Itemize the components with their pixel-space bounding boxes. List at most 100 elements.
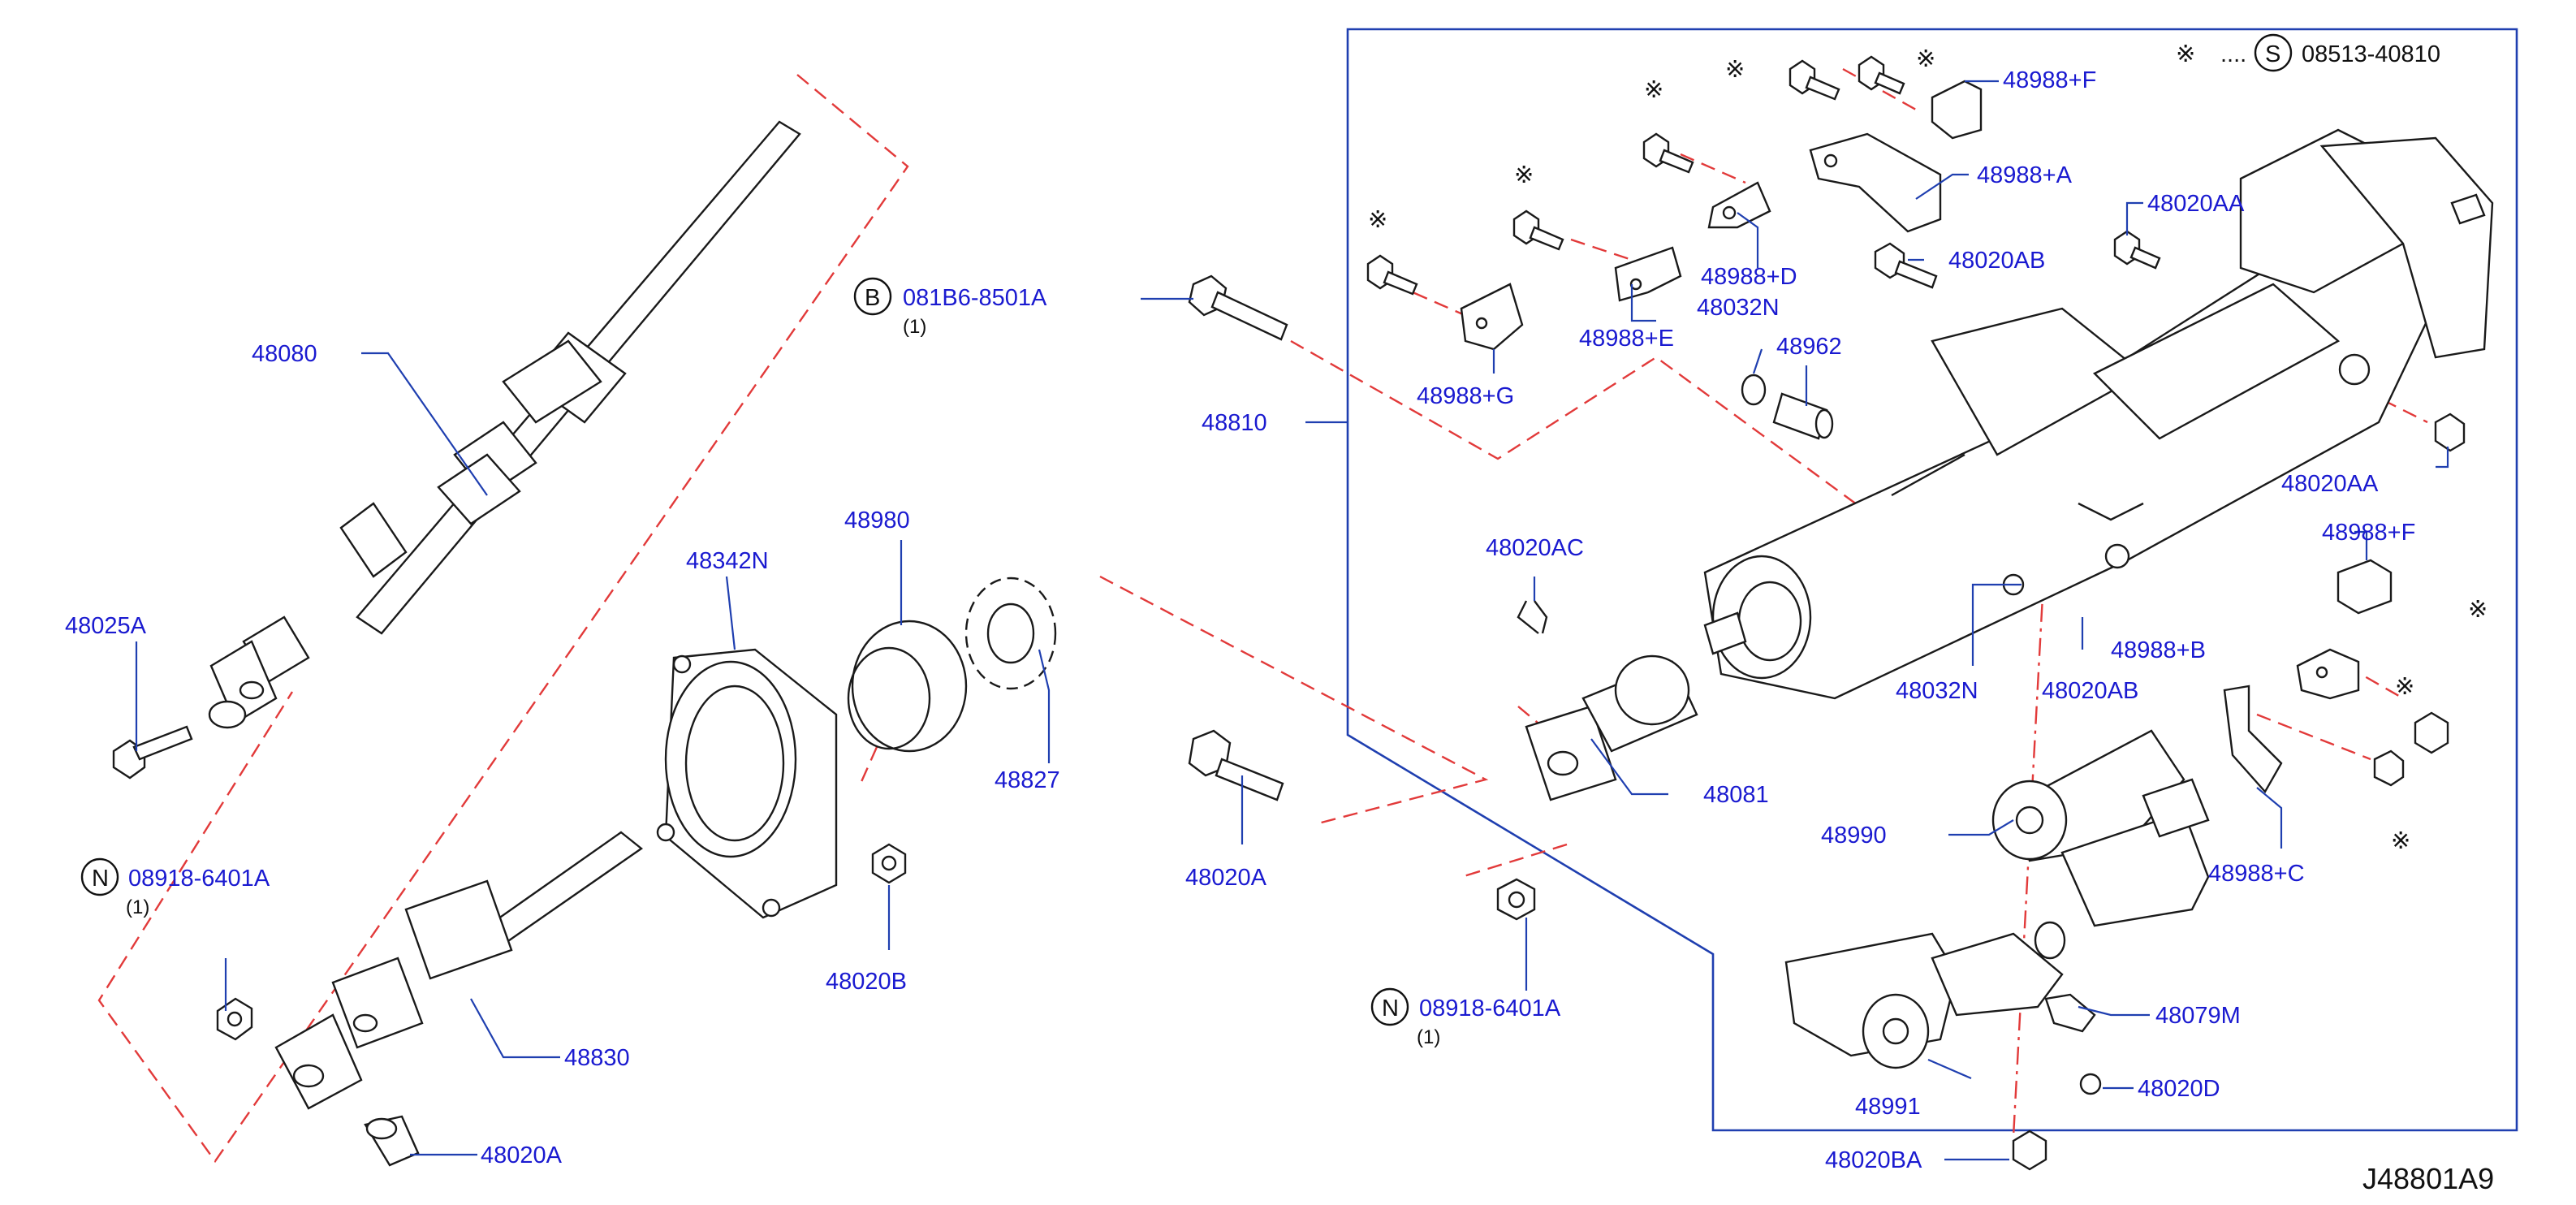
steering-column-48810	[1703, 128, 2494, 700]
circled-n1-qty: (1)	[126, 896, 149, 918]
callout-48020BA: 48020BA	[1825, 1147, 1922, 1173]
callout-48032N-top: 48032N	[1697, 295, 1780, 321]
clip-48020AC	[1517, 600, 1539, 634]
bolt-48025A	[112, 725, 193, 780]
joint-48081	[1525, 600, 1698, 801]
circled-n1-code: 08918-6401A	[128, 866, 270, 892]
callout-48988G: 48988+G	[1417, 383, 1514, 409]
bolt-48020AA-top	[2113, 230, 2161, 270]
bracket-48988G	[1460, 283, 1524, 351]
callout-48020B: 48020B	[826, 969, 907, 995]
asterisk-2: ※	[1514, 162, 1534, 188]
asterisk-4: ※	[1725, 57, 1745, 83]
motor-48991	[1784, 921, 2066, 1069]
callout-48342N: 48342N	[686, 548, 769, 574]
bearing-48980	[847, 620, 968, 753]
callout-48020A-lower: 48020A	[481, 1142, 563, 1168]
callout-48810: 48810	[1202, 410, 1267, 436]
callout-48020A-mid: 48020A	[1185, 865, 1267, 891]
callout-48988C: 48988+C	[2208, 861, 2305, 887]
bracket-48988F-top	[1931, 80, 1983, 140]
nut-n1	[216, 997, 253, 1041]
note-code-letter: S	[2265, 41, 2280, 67]
bolt-48988B	[2414, 711, 2449, 754]
callout-48020AC: 48020AC	[1486, 535, 1584, 561]
assembly-frame	[1346, 28, 2518, 1132]
bracket-48988B	[2296, 648, 2360, 700]
note-symbol: ※	[2176, 41, 2195, 67]
bolt-081B6	[1188, 274, 1288, 341]
circled-n2: N 08918-6401A (1)	[1370, 987, 1561, 1048]
callout-48988F-top: 48988+F	[2003, 67, 2096, 93]
bolt-48988G	[1366, 254, 1418, 296]
leader-lines	[135, 80, 2449, 1161]
spacer-48962	[1772, 392, 1834, 440]
bracket-48988A	[1809, 132, 1942, 233]
lower-shaft-48830	[274, 831, 644, 1110]
callout-48988B: 48988+B	[2111, 637, 2206, 663]
bolt-48988F-top-b	[1858, 55, 1905, 95]
asterisk-3: ※	[1644, 77, 1663, 103]
bolt-48020A-lower	[364, 1115, 420, 1167]
callout-48980: 48980	[844, 507, 910, 533]
collar-48032N-top	[1741, 374, 1767, 406]
nut-48020BA	[2012, 1129, 2047, 1171]
asterisk-8: ※	[2391, 828, 2410, 854]
note-legend: ※ .... S 08513-40810	[2176, 33, 2440, 72]
circled-n1: N 08918-6401A (1)	[80, 857, 270, 918]
callout-48991: 48991	[1855, 1094, 1921, 1120]
callout-48962: 48962	[1776, 334, 1842, 360]
circled-b-code: 081B6-8501A	[903, 285, 1047, 311]
housing-48342N	[656, 648, 838, 919]
bracket-48988D	[1707, 181, 1771, 229]
callout-48988F-right: 48988+F	[2322, 520, 2415, 546]
callout-48025A: 48025A	[65, 613, 147, 639]
guide-lines	[97, 67, 2428, 1164]
bolt-48020AA-right	[2434, 412, 2466, 452]
screw-48020D	[2079, 1073, 2102, 1095]
bracket-48988F-right	[2337, 559, 2393, 615]
nut-48020B	[871, 843, 907, 884]
note-code: 08513-40810	[2302, 41, 2440, 67]
callout-48020D: 48020D	[2138, 1076, 2220, 1102]
circled-b: B 081B6-8501A (1)	[853, 277, 1047, 338]
bolt-48020A-mid	[1188, 729, 1284, 801]
callout-48827: 48827	[995, 767, 1060, 793]
motor-48990	[1991, 729, 2210, 927]
callout-48079M: 48079M	[2155, 1003, 2241, 1029]
bracket-48988C	[2223, 685, 2283, 794]
callout-48988A: 48988+A	[1977, 162, 2073, 188]
callout-48988D: 48988+D	[1701, 264, 1797, 290]
callout-48988E: 48988+E	[1579, 326, 1674, 352]
seal-48827	[964, 577, 1057, 690]
callout-labels: 48080 48025A 48342N 48980 48827 48020B 4…	[65, 67, 2415, 1173]
asterisk-1: ※	[1368, 207, 1387, 233]
callout-48990: 48990	[1821, 823, 1887, 849]
clip-48079M	[2044, 993, 2096, 1033]
callout-48830: 48830	[564, 1045, 630, 1071]
bolt-48988E	[1512, 209, 1564, 251]
asterisk-markers: ※ ※ ※ ※ ※ ※ ※ ※	[1368, 46, 2488, 854]
bolt-48988C	[2373, 749, 2405, 787]
circled-b-letter: B	[865, 285, 880, 311]
callout-48080: 48080	[252, 341, 317, 367]
intermediate-shaft-48080	[208, 120, 801, 729]
circled-n1-letter: N	[92, 866, 109, 892]
note-code-circle	[2254, 33, 2293, 72]
callout-48020AA-right: 48020AA	[2281, 471, 2379, 497]
callout-48020AB-bot: 48020AB	[2042, 678, 2138, 704]
asterisk-5: ※	[1916, 46, 1935, 72]
callout-48020AB-top: 48020AB	[1948, 248, 2045, 274]
callout-48032N-bot: 48032N	[1896, 678, 1978, 704]
circled-n2-qty: (1)	[1417, 1026, 1440, 1048]
bracket-48988E	[1614, 246, 1682, 302]
bolt-48988D	[1642, 132, 1694, 174]
asterisk-7: ※	[2395, 674, 2414, 700]
circled-n2-letter: N	[1382, 996, 1399, 1021]
bolt-48988F-top-a	[1789, 59, 1840, 101]
callout-48081: 48081	[1703, 782, 1769, 808]
asterisk-6: ※	[2468, 597, 2488, 623]
circled-b-qty: (1)	[903, 316, 926, 338]
callout-48020AA-top: 48020AA	[2147, 191, 2245, 217]
